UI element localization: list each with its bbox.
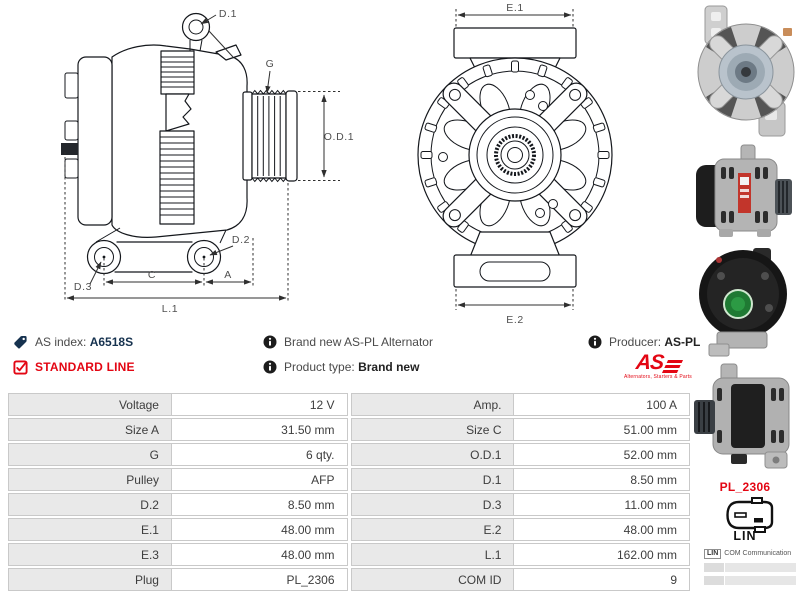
dim-label-d1: D.1 bbox=[219, 8, 237, 20]
plug-connector-drawing bbox=[722, 497, 778, 533]
table-row: Plug PL_2306 COM ID 9 bbox=[8, 568, 690, 591]
table-row: G 6 qty. O.D.1 52.00 mm bbox=[8, 443, 690, 466]
spec-value: 48.00 mm bbox=[281, 522, 335, 537]
dim-label-a: A bbox=[224, 269, 232, 281]
spec-value: 8.50 mm bbox=[630, 472, 677, 487]
table-row: D.2 8.50 mm D.3 11.00 mm bbox=[8, 493, 690, 516]
product-type-label: Product type: bbox=[284, 360, 355, 374]
spec-label: L.1 bbox=[351, 544, 515, 565]
product-photo-side-pulley-left bbox=[690, 360, 800, 478]
standard-line-label: STANDARD LINE bbox=[35, 360, 135, 374]
dim-label-d3: D.3 bbox=[74, 281, 92, 293]
table-row: Pulley AFP D.1 8.50 mm bbox=[8, 468, 690, 491]
com-id-placeholder-row bbox=[704, 563, 796, 572]
dim-label-e1: E.1 bbox=[506, 2, 524, 14]
spec-label: D.1 bbox=[351, 469, 515, 490]
spec-label: Size A bbox=[9, 419, 172, 440]
spec-label: E.3 bbox=[9, 544, 172, 565]
spec-label: O.D.1 bbox=[351, 444, 515, 465]
info-icon bbox=[263, 360, 277, 374]
table-row: Size A 31.50 mm Size C 51.00 mm bbox=[8, 418, 690, 441]
as-pl-logo-stripes bbox=[662, 360, 684, 373]
table-row: Voltage 12 V Amp. 100 A bbox=[8, 393, 690, 416]
tag-icon bbox=[13, 335, 28, 350]
table-row: E.3 48.00 mm L.1 162.00 mm bbox=[8, 543, 690, 566]
dim-label-e2: E.2 bbox=[506, 314, 524, 326]
product-photo-front bbox=[690, 2, 800, 140]
producer-row: Producer: AS-PL bbox=[588, 334, 700, 350]
spec-table: Voltage 12 V Amp. 100 A Size A 31.50 mm Siz… bbox=[8, 393, 690, 593]
com-id-table: LIN COM Communication bbox=[704, 548, 796, 585]
spec-label: E.1 bbox=[9, 519, 172, 540]
dim-label-c: C bbox=[148, 269, 156, 281]
checkbox-icon bbox=[13, 359, 28, 375]
standard-line-row: STANDARD LINE bbox=[13, 359, 135, 375]
brand-new-text: Brand new AS-PL Alternator bbox=[284, 335, 433, 349]
spec-value: 8.50 mm bbox=[287, 497, 335, 512]
dim-label-g: G bbox=[266, 58, 275, 70]
dim-label-l1: L.1 bbox=[162, 303, 178, 315]
com-id-description: COM Communication bbox=[724, 550, 792, 557]
spec-value: 11.00 mm bbox=[624, 497, 677, 512]
spec-value: 6 qty. bbox=[306, 447, 335, 462]
producer-label: Producer: bbox=[609, 335, 662, 349]
as-index-row: AS index: A6518S bbox=[13, 334, 133, 350]
as-index-label: AS index: bbox=[35, 335, 87, 349]
brand-new-row: Brand new AS-PL Alternator bbox=[263, 334, 433, 350]
plug-type-label: LIN bbox=[733, 529, 757, 543]
spec-value: 51.00 mm bbox=[623, 422, 677, 437]
spec-value: 9 bbox=[670, 572, 677, 587]
product-photo-side-pulley-right bbox=[690, 143, 800, 239]
table-row: E.1 48.00 mm E.2 48.00 mm bbox=[8, 518, 690, 541]
spec-label: Amp. bbox=[351, 394, 515, 415]
plug-code-label: PL_2306 bbox=[719, 480, 771, 494]
spec-label: Size C bbox=[351, 419, 515, 440]
spec-label: Plug bbox=[9, 569, 172, 590]
spec-label: COM ID bbox=[351, 569, 515, 590]
spec-label: Pulley bbox=[9, 469, 172, 490]
spec-label: D.3 bbox=[351, 494, 515, 515]
product-photo-rear bbox=[690, 242, 800, 358]
spec-value: 162.00 mm bbox=[616, 547, 677, 562]
spec-value: 48.00 mm bbox=[623, 522, 677, 537]
spec-label: G bbox=[9, 444, 172, 465]
alternator-side-view-drawing: D.1 G O.D.1 D.2 D.3 bbox=[61, 8, 354, 315]
spec-value: 48.00 mm bbox=[281, 547, 335, 562]
spec-value: 100 A bbox=[646, 397, 677, 412]
spec-value: 12 V bbox=[309, 397, 335, 412]
com-id-header-row: LIN COM Communication bbox=[704, 548, 796, 559]
info-icon bbox=[588, 335, 602, 349]
spec-value: 52.00 mm bbox=[623, 447, 677, 462]
as-index-value: A6518S bbox=[89, 335, 134, 349]
as-pl-logo: AS Alternators, Starters & Parts bbox=[616, 351, 700, 380]
dim-label-d2: D.2 bbox=[232, 234, 250, 246]
spec-label: Voltage bbox=[9, 394, 172, 415]
spec-value: AFP bbox=[311, 472, 335, 487]
spec-value: 31.50 mm bbox=[281, 422, 335, 437]
com-id-placeholder-row bbox=[704, 576, 796, 585]
producer-value: AS-PL bbox=[664, 335, 701, 349]
spec-label: D.2 bbox=[9, 494, 172, 515]
com-id-key: LIN bbox=[704, 548, 722, 559]
product-type-value: Brand new bbox=[358, 360, 420, 374]
dim-label-od1: O.D.1 bbox=[324, 131, 354, 143]
info-icon bbox=[263, 335, 277, 349]
as-pl-logo-text: AS bbox=[634, 351, 665, 374]
product-type-row: Product type: Brand new bbox=[263, 359, 419, 375]
spec-value: PL_2306 bbox=[286, 572, 335, 587]
spec-label: E.2 bbox=[351, 519, 515, 540]
as-pl-logo-tagline: Alternators, Starters & Parts bbox=[623, 374, 693, 380]
alternator-front-view-drawing: E.1 bbox=[417, 2, 613, 326]
